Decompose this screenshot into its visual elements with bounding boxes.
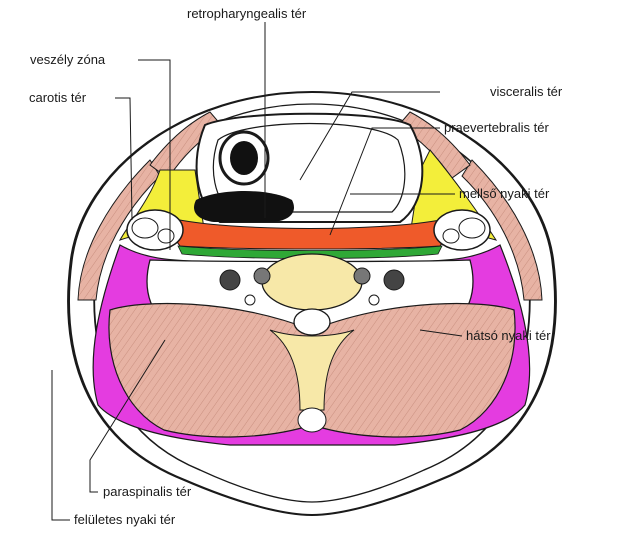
label-paraspinalis: paraspinalis tér <box>103 484 192 499</box>
vertebral-body <box>261 253 363 311</box>
vertebral-vessels <box>219 267 405 306</box>
spinous-process <box>269 329 355 411</box>
label-hatso: hátsó nyaki tér <box>466 328 551 343</box>
label-mellso: mellső nyaki tér <box>459 186 550 201</box>
muscle-left-scm <box>77 159 161 301</box>
trachea-core <box>230 141 258 175</box>
label-praevertebralis: praevertebralis tér <box>444 120 549 135</box>
label-feluletes: felületes nyaki tér <box>74 512 176 527</box>
label-carotis: carotis tér <box>29 90 87 105</box>
label-retropharyngealis: retropharyngealis tér <box>187 6 307 21</box>
spinal-tip <box>297 407 327 433</box>
muscle-right-scm <box>461 159 543 301</box>
carotid-sheath-left <box>126 209 184 251</box>
label-visceralis: visceralis tér <box>490 84 563 99</box>
esophagus <box>194 191 294 222</box>
carotid-sheath-right <box>433 209 491 251</box>
label-veszely: veszély zóna <box>30 52 106 67</box>
danger-zone <box>177 245 443 259</box>
spinal-canal <box>293 308 331 336</box>
